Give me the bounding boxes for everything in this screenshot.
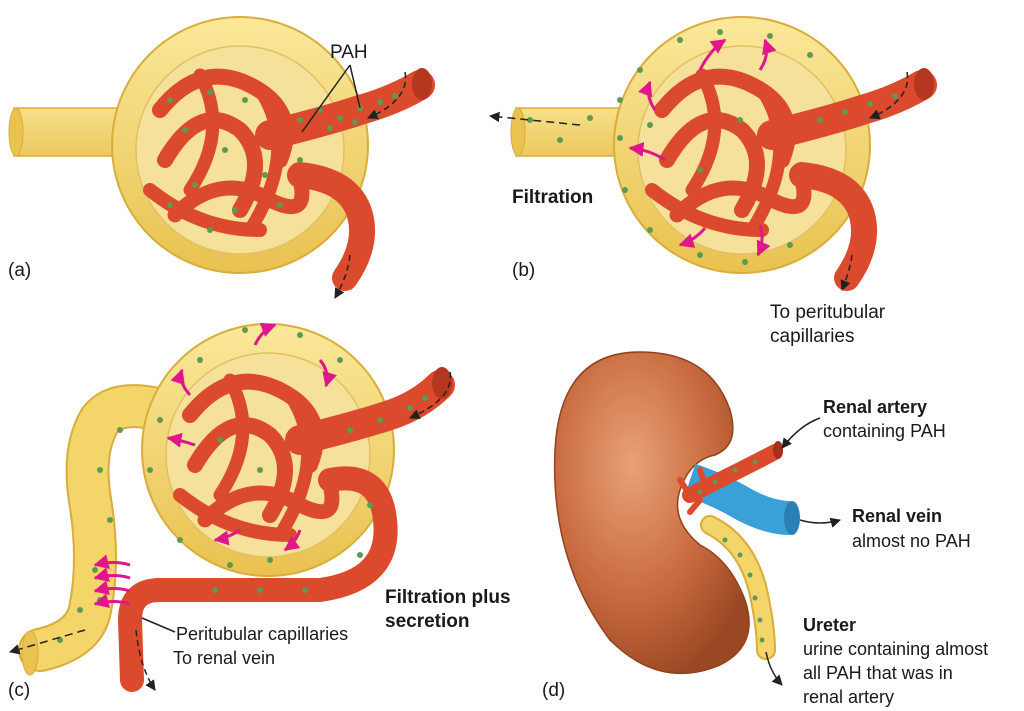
filtration-label: Filtration	[512, 187, 593, 208]
to-peritubular-line2: capillaries	[770, 326, 854, 347]
filtration-plus-line2: secretion	[385, 611, 469, 632]
panel-c: Filtration plus secretion Peritubular ca…	[8, 324, 511, 701]
panel-b: Filtration (b) To peritubular capillarie…	[490, 17, 934, 347]
ureter-title: Ureter	[803, 615, 856, 635]
renal-artery-title: Renal artery	[823, 397, 927, 417]
pah-label: PAH	[330, 42, 368, 63]
to-renal-vein-label: To renal vein	[173, 648, 275, 668]
renal-vein-desc: almost no PAH	[852, 531, 971, 551]
ureter-desc-line2: all PAH that was in	[803, 663, 953, 683]
peritubular-label: Peritubular capillaries	[176, 624, 348, 644]
ureter-desc-line1: urine containing almost	[803, 639, 988, 659]
renal-vein-title: Renal vein	[852, 506, 942, 526]
filtration-plus-line1: Filtration plus	[385, 587, 511, 608]
tubule-opening-a	[9, 108, 23, 156]
kidney	[555, 352, 749, 673]
panel-d-letter: (d)	[542, 680, 565, 701]
to-peritubular-line1: To peritubular	[770, 302, 886, 323]
panel-a-letter: (a)	[8, 260, 31, 281]
renal-vein-arrow	[800, 520, 840, 523]
panel-c-letter: (c)	[8, 680, 30, 701]
panel-d: Renal artery containing PAH Renal vein a…	[542, 352, 988, 707]
renal-artery-desc: containing PAH	[823, 421, 946, 441]
panel-b-letter: (b)	[512, 260, 535, 281]
panel-a: PAH (a)	[8, 17, 432, 298]
renal-artery-arrow	[782, 418, 820, 448]
ureter-desc-line3: renal artery	[803, 687, 894, 707]
